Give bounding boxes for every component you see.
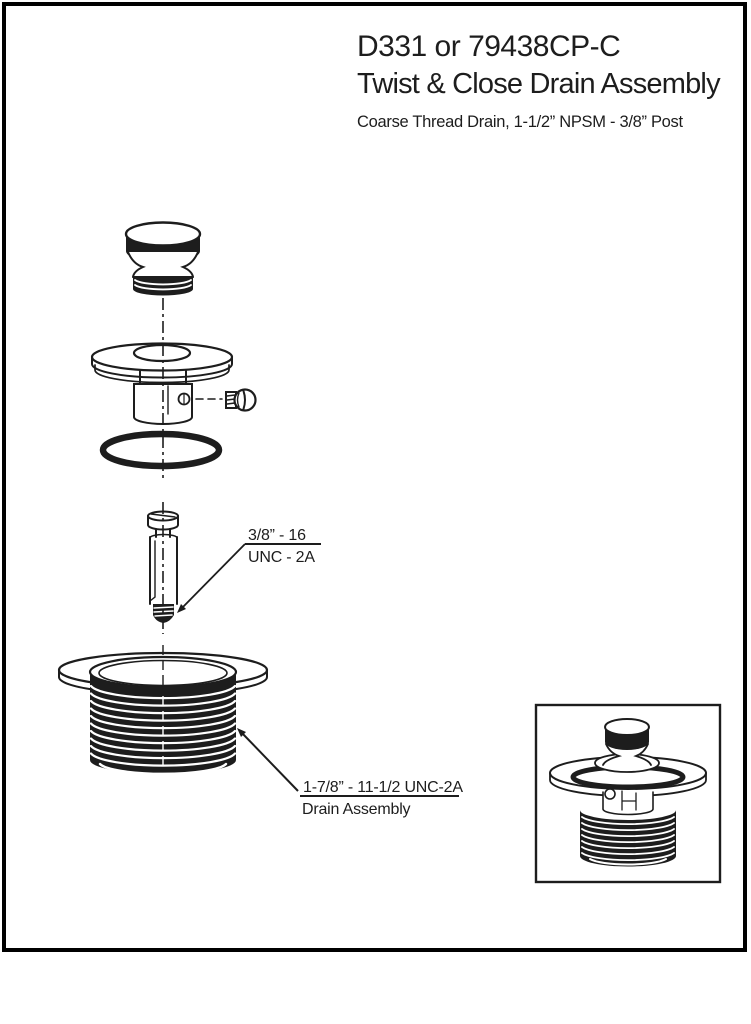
drain-thread-spec-line1: 1-7/8” - 11-1/2 UNC-2A [303,779,463,796]
flange-drawing [90,342,234,425]
lift-post-drawing [147,510,179,623]
drain-assembly-label: 1-7/8” - 11-1/2 UNC-2A Drain Assembly [237,728,464,818]
post-thread-spec-line1: 3/8” - 16 [248,527,306,544]
page-border [2,2,747,952]
product-spec: Coarse Thread Drain, 1-1/2” NPSM - 3/8” … [357,113,683,131]
stopper-drawing [124,221,202,296]
post-thread-label: 3/8” - 16 UNC - 2A [177,527,321,613]
post-thread-spec-line2: UNC - 2A [248,549,315,566]
exploded-diagram: 3/8” - 16 UNC - 2A [57,221,722,884]
footer: WESTBRASS Fine Decorative Plumbing Since… [0,952,751,1024]
arrowhead [237,728,246,737]
assembled-view-inset [534,703,722,884]
o-ring-drawing [99,430,223,470]
drain-thread-spec-line2: Drain Assembly [302,801,411,818]
set-screw-drawing [225,388,257,412]
model-number: D331 or 79438CP-C [357,30,621,63]
product-name: Twist & Close Drain Assembly [357,68,721,100]
arrowhead [177,604,186,613]
title-block: D331 or 79438CP-C Twist & Close Drain As… [357,28,721,132]
